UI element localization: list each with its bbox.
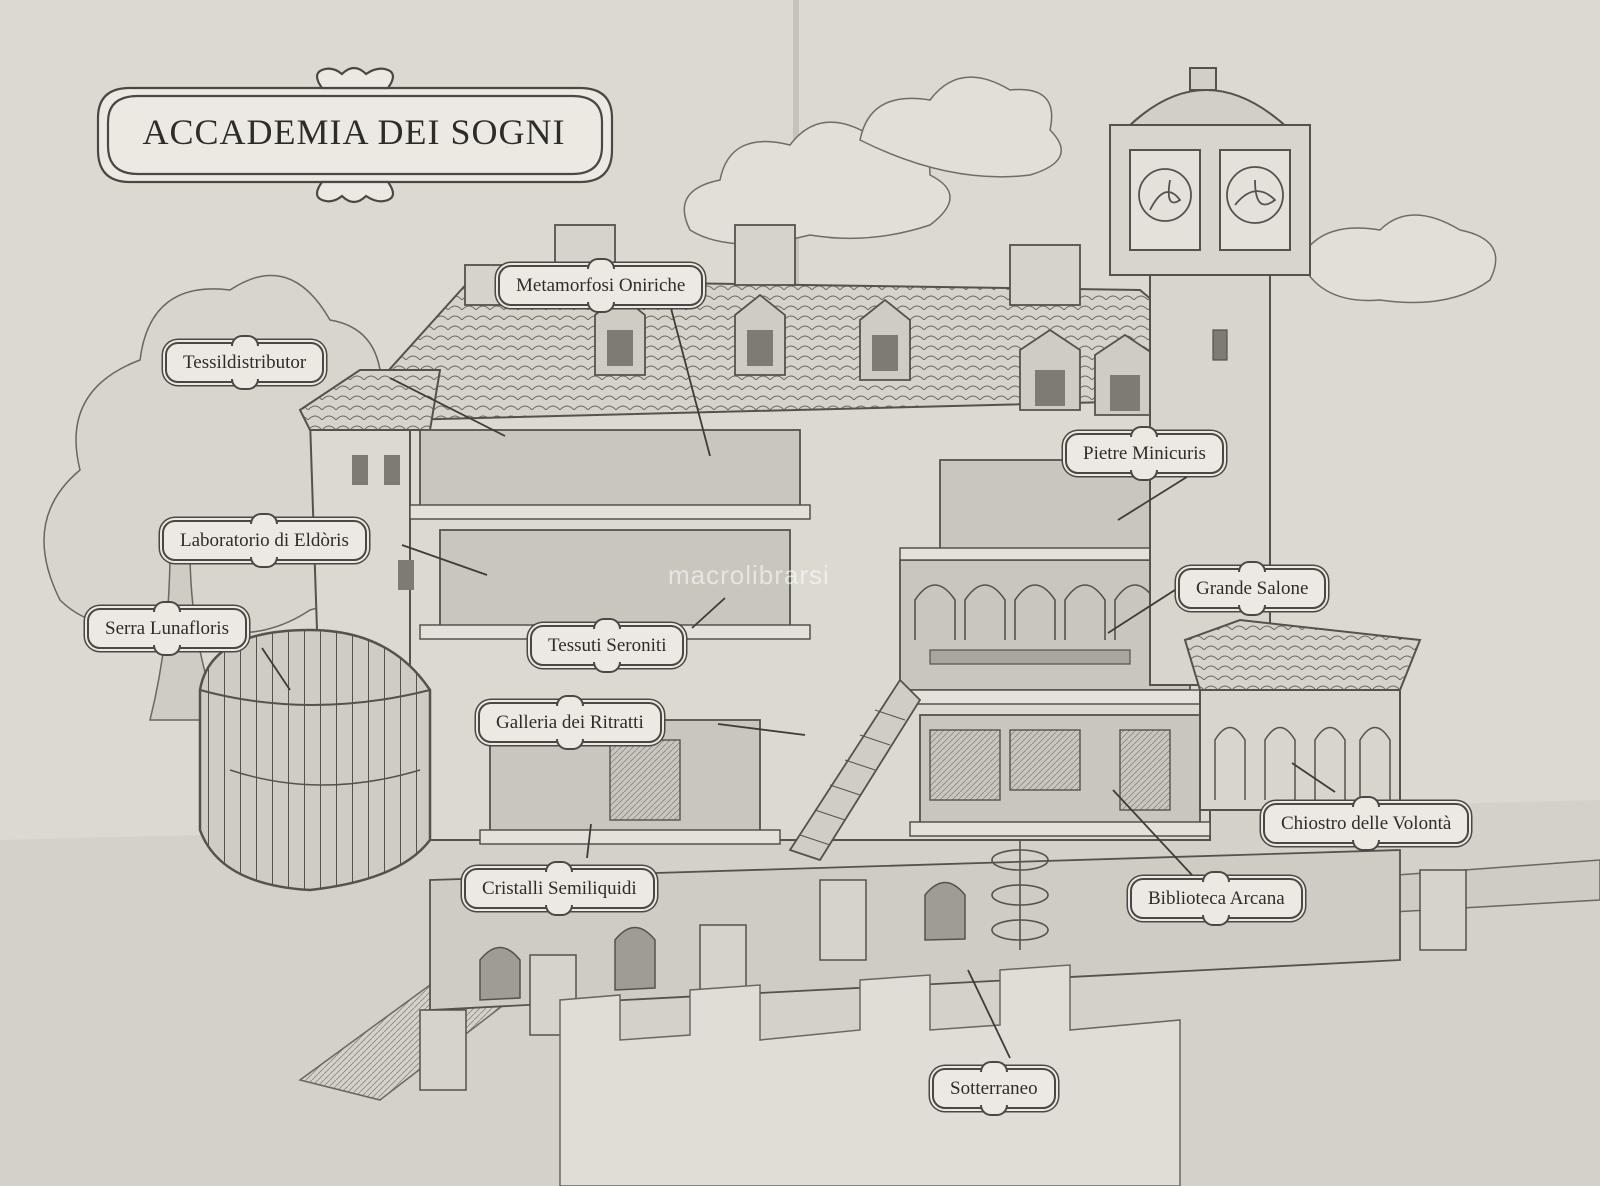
label-metamorfosi-oniriche[interactable]: Metamorfosi Oniriche (498, 265, 704, 306)
label-chiostro-delle-volonta[interactable]: Chiostro delle Volontà (1263, 803, 1470, 844)
label-pietre-minicuris[interactable]: Pietre Minicuris (1065, 433, 1224, 474)
label-sotterraneo[interactable]: Sotterraneo (932, 1068, 1056, 1109)
label-tessildistributor[interactable]: Tessildistributor (165, 342, 325, 383)
title-plate: ACCADEMIA DEI SOGNI (88, 80, 620, 184)
label-cristalli-semiliquidi[interactable]: Cristalli Semiliquidi (464, 868, 655, 909)
label-tessuti-seroniti[interactable]: Tessuti Seroniti (530, 625, 685, 666)
label-grande-salone[interactable]: Grande Salone (1178, 568, 1327, 609)
map-title: ACCADEMIA DEI SOGNI (142, 112, 566, 152)
label-biblioteca-arcana[interactable]: Biblioteca Arcana (1130, 878, 1303, 919)
watermark: macrolibrarsi (668, 560, 830, 590)
label-galleria-dei-ritratti[interactable]: Galleria dei Ritratti (478, 702, 662, 743)
label-serra-lunafloris[interactable]: Serra Lunafloris (87, 608, 247, 649)
label-laboratorio-di-eldoris[interactable]: Laboratorio di Eldòris (162, 520, 367, 561)
